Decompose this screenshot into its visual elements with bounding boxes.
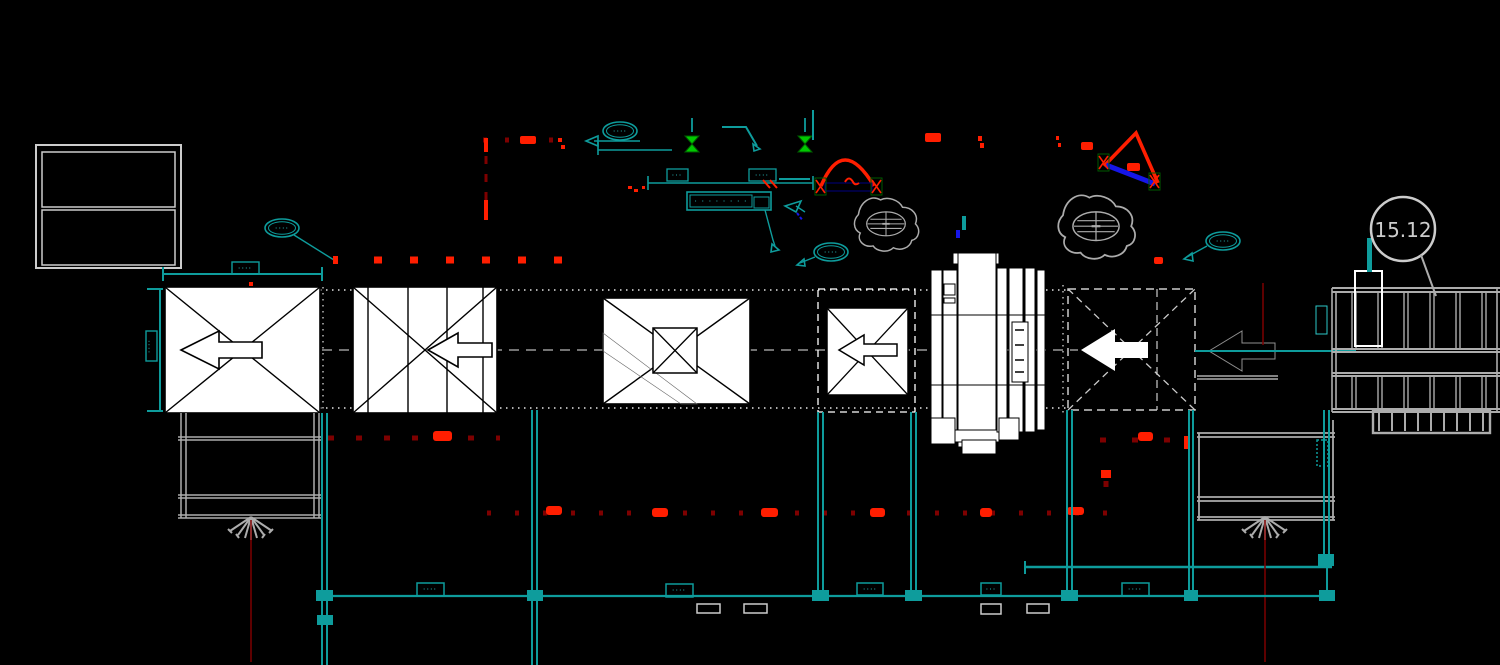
dim-label-side: ···· [145,339,154,353]
orange-marker [215,68,222,99]
damper-linkage-2 [1056,129,1161,191]
lower-platform [1197,420,1335,521]
airflow-arrow-left [837,333,898,367]
fan-centre-marks [956,216,966,238]
bottom-piping [316,410,1335,665]
valve-symbols [683,118,814,153]
airflow-arrow-left [179,329,263,371]
balloon-right-label: ···· [1216,237,1230,246]
airflow-arrow-filled [1081,329,1148,371]
upper-left-cabinet [35,144,182,269]
floor-grate [1371,408,1492,435]
detail-callout [1369,195,1437,297]
outlet-connection [1195,283,1356,380]
duct-dim-a: ··· [672,171,683,180]
bottom-dim-3: ···· [863,585,877,594]
fan-drive-machinery [930,252,1046,455]
revision-cloud-right [1057,194,1137,260]
module-1-dimensions [145,261,323,412]
bottom-white-tags [696,603,1050,615]
revision-cloud-left [853,197,920,253]
drain-hatch-band [602,332,698,405]
dim-label-top: ···· [238,264,252,273]
sprinkler-left [227,510,274,665]
module-4-section [817,288,916,413]
bottom-dim-5: ···· [1128,585,1142,594]
module-2-section [352,286,498,414]
balloon-top-label: ···· [613,127,627,136]
duct-dim-b: ···· [755,171,769,180]
stair-walkway [1331,287,1500,413]
module-3-section [602,297,751,405]
top-annotations [264,121,1241,267]
airflow-arrow-left [426,331,493,369]
butterfly-valve-icon [796,135,814,145]
bottom-dim-2: ···· [672,586,686,595]
sprinkler-right [1241,510,1288,665]
damper-linkage-1 [779,110,883,196]
balloon-mid-label: ···· [824,248,838,257]
bottom-dim-1: ···· [423,585,437,594]
butterfly-valve-icon [683,135,701,145]
module-5-section [1067,288,1196,411]
note-box-text: · · · · · · · · [694,197,747,206]
balloon-left-label: ···· [275,224,289,233]
detail-callout-label: 15.12 [1374,218,1431,242]
module-1-section [164,282,321,414]
bottom-dim-4: ··· [986,585,997,594]
right-piping [1024,238,1383,596]
bottom-dim-boxes [416,582,1150,598]
module-1-base-frame [178,413,322,519]
